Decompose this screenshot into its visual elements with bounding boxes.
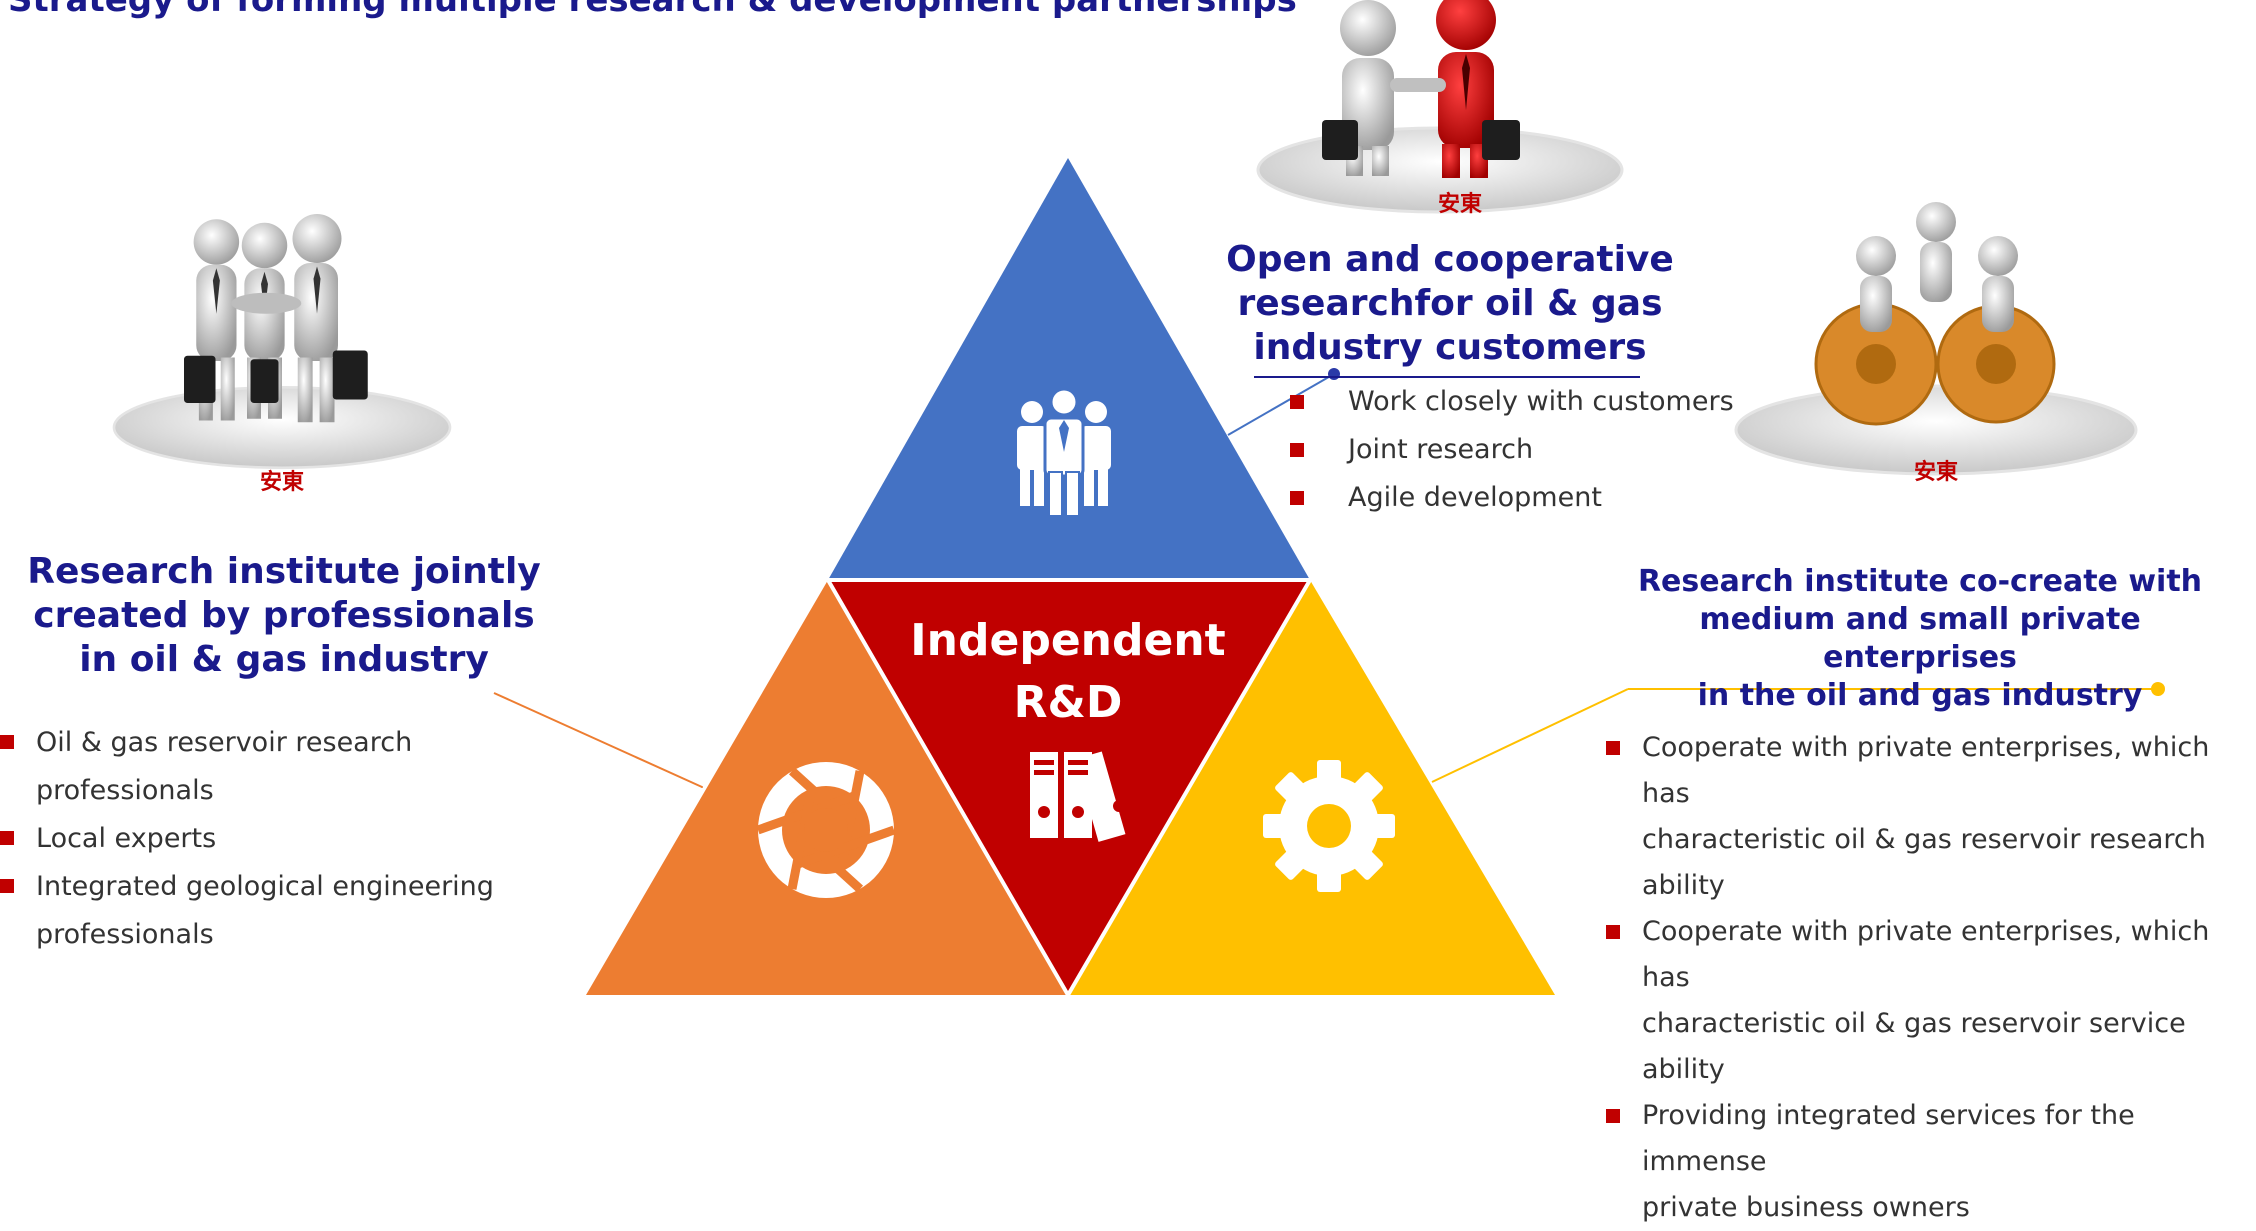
top-connector-line bbox=[1227, 373, 1335, 436]
handshake-figures-image bbox=[1256, 0, 1624, 214]
list-item: Cooperate with private enterprises, whic… bbox=[1606, 909, 2256, 1093]
left-heading-line: in oil & gas industry bbox=[79, 638, 489, 680]
list-item: Work closely with customers bbox=[1290, 378, 1750, 426]
bullet-text: characteristic oil & gas reservoir resea… bbox=[1642, 824, 2206, 901]
aperture-icon bbox=[756, 762, 896, 898]
list-item: Oil & gas reservoir research professiona… bbox=[0, 719, 580, 815]
top-logo-stamp: 安東 bbox=[1437, 192, 1482, 217]
top-heading: Open and cooperative researchfor oil & g… bbox=[1210, 238, 1690, 370]
team-icon bbox=[1017, 387, 1111, 517]
bullet-icon bbox=[0, 735, 14, 749]
list-item: Agile development bbox=[1290, 474, 1750, 522]
bullet-text: private business owners bbox=[1642, 1192, 1970, 1223]
bullet-icon bbox=[0, 879, 14, 893]
bullet-text: professionals bbox=[36, 919, 214, 950]
left-logo-stamp: 安東 bbox=[259, 470, 304, 495]
bullet-icon bbox=[1290, 395, 1304, 409]
bullet-text: Cooperate with private enterprises, whic… bbox=[1642, 732, 2210, 809]
left-connector-line bbox=[493, 692, 703, 788]
bullet-text: Work closely with customers bbox=[1348, 386, 1734, 417]
bullet-text: Local experts bbox=[36, 823, 217, 854]
bullet-icon bbox=[1606, 925, 1620, 939]
center-label: Independent R&D bbox=[908, 610, 1228, 733]
right-heading-line: in the oil and gas industry bbox=[1697, 678, 2143, 713]
figures-on-gears-image bbox=[1734, 202, 2138, 476]
right-illustration: 安東 bbox=[1726, 186, 2146, 486]
bullet-text: characteristic oil & gas reservoir servi… bbox=[1642, 1008, 2186, 1085]
bullet-icon bbox=[1606, 741, 1620, 755]
bullet-icon bbox=[0, 831, 14, 845]
bullet-icon bbox=[1290, 443, 1304, 457]
binders-icon bbox=[1030, 751, 1126, 842]
top-illustration: 安東 bbox=[1250, 0, 1630, 218]
right-heading-line: medium and small private enterprises bbox=[1699, 602, 2141, 675]
bullet-icon bbox=[1606, 1109, 1620, 1123]
list-item: Providing integrated services for the im… bbox=[1606, 1093, 2256, 1231]
top-bullet-list: Work closely with customers Joint resear… bbox=[1290, 378, 1750, 522]
right-connector-dot bbox=[2151, 682, 2165, 696]
bullet-text: Integrated geological engineering bbox=[36, 871, 494, 902]
list-item: Integrated geological engineering profess… bbox=[0, 863, 580, 959]
teamwork-figures-image bbox=[112, 214, 452, 470]
bullet-icon bbox=[1290, 491, 1304, 505]
bullet-text: Joint research bbox=[1348, 434, 1534, 465]
top-heading-underline bbox=[1254, 376, 1640, 378]
bullet-text: Cooperate with private enterprises, whic… bbox=[1642, 916, 2210, 993]
left-illustration: 安東 bbox=[82, 200, 482, 496]
top-heading-line: researchfor oil & gas bbox=[1237, 282, 1663, 324]
center-label-line1: Independent bbox=[910, 615, 1226, 666]
pyramid-diagram bbox=[493, 158, 2165, 995]
list-item: Cooperate with private enterprises, whic… bbox=[1606, 725, 2256, 909]
top-triangle bbox=[828, 158, 1310, 580]
bullet-text: Agile development bbox=[1348, 482, 1602, 513]
left-heading: Research institute jointly created by pr… bbox=[24, 550, 544, 682]
right-heading-line: Research institute co-create with bbox=[1637, 564, 2203, 599]
left-heading-line: created by professionals bbox=[33, 594, 535, 636]
left-heading-line: Research institute jointly bbox=[27, 551, 541, 592]
center-label-line2: R&D bbox=[1013, 676, 1123, 728]
bullet-text: Providing integrated services for the im… bbox=[1642, 1100, 2135, 1177]
top-heading-line: Open and cooperative bbox=[1226, 239, 1674, 280]
left-bullet-list: Oil & gas reservoir research professiona… bbox=[0, 719, 580, 959]
gear-icon bbox=[1263, 760, 1395, 892]
top-heading-line: industry customers bbox=[1253, 326, 1647, 368]
right-logo-stamp: 安東 bbox=[1913, 460, 1958, 485]
right-bullet-list: Cooperate with private enterprises, whic… bbox=[1606, 725, 2256, 1231]
list-item: Local experts bbox=[0, 815, 580, 863]
right-heading: Research institute co-create with medium… bbox=[1610, 563, 2230, 715]
list-item: Joint research bbox=[1290, 426, 1750, 474]
page-title: Strategy of forming multiple research & … bbox=[8, 0, 1297, 20]
bullet-text: Oil & gas reservoir research professiona… bbox=[36, 727, 413, 806]
